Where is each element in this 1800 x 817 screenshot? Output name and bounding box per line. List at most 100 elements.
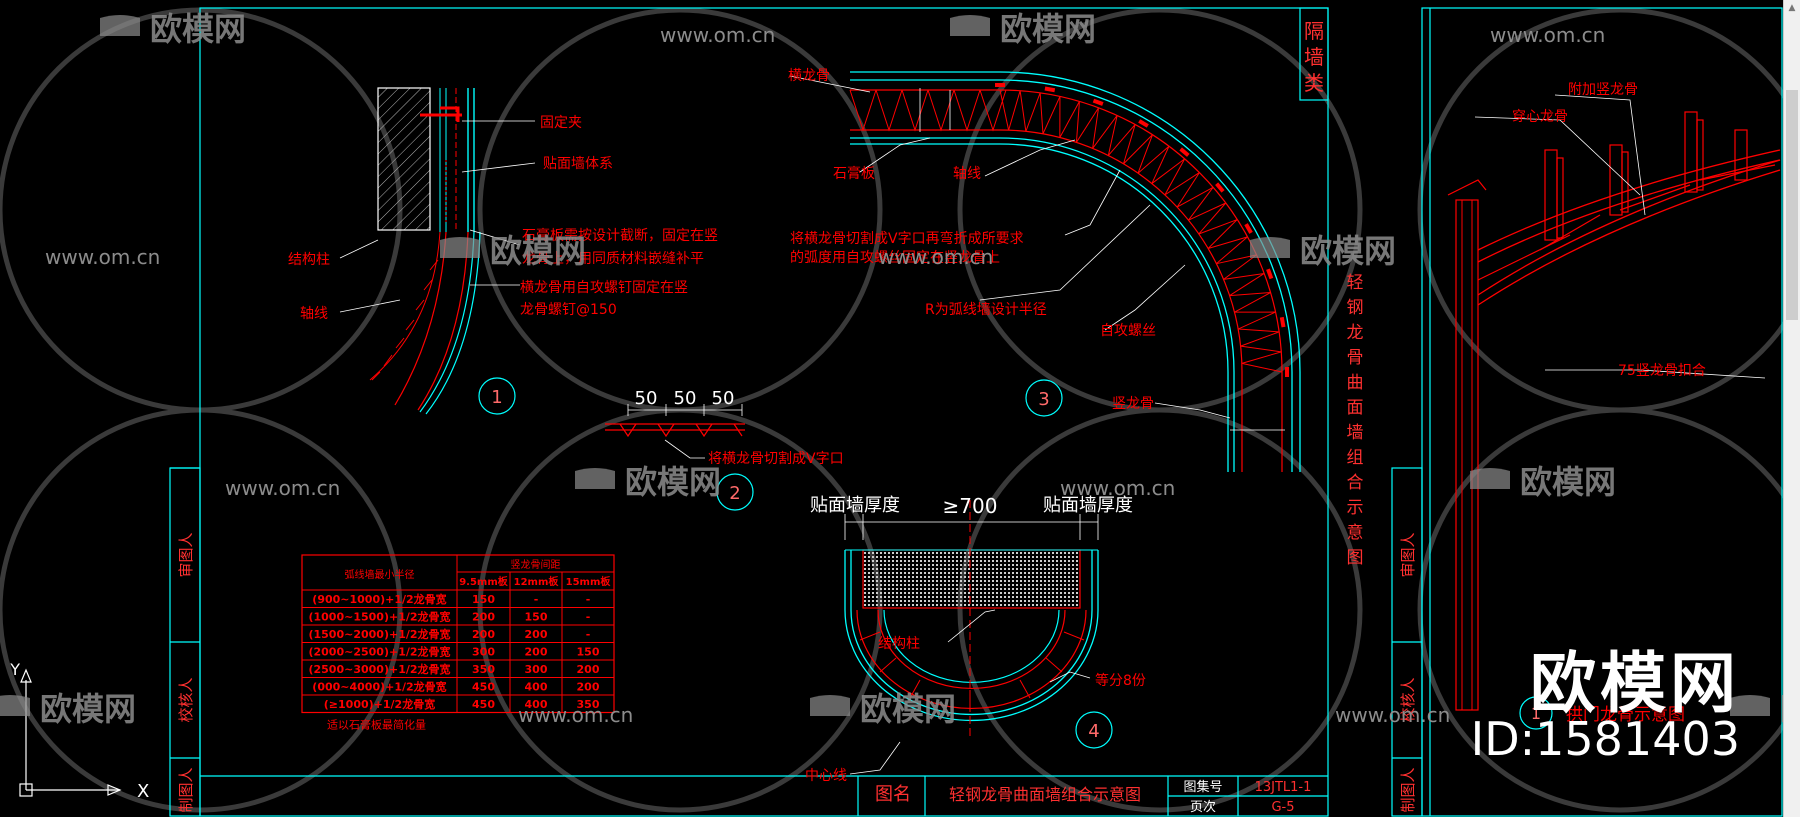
table-cell: (1500~2000)+1/2龙骨宽 bbox=[308, 627, 450, 641]
side-title-char-1: 隔 bbox=[1304, 19, 1324, 43]
vertical-title-char: 组 bbox=[1347, 448, 1364, 468]
scrollbar-thumb[interactable] bbox=[1786, 90, 1798, 320]
sign-draw: 制图人 bbox=[177, 767, 195, 812]
detail-4-marker bbox=[1075, 711, 1113, 749]
watermark-url: www.om.cn bbox=[518, 703, 633, 727]
table-cell: (2500~3000)+1/2龙骨宽 bbox=[308, 662, 450, 676]
label-center-4: 中心线 bbox=[805, 768, 847, 784]
stud-mark bbox=[1179, 147, 1190, 157]
watermark-text: 欧模网欧模网欧模网欧模网欧模网欧模网欧模网欧模网欧模网www.om.cnwww.… bbox=[0, 10, 1800, 728]
table-note: 适以石膏板最简化量 bbox=[327, 718, 426, 732]
sign-labels-right: 审图人 校核人 制图人 bbox=[1399, 532, 1417, 812]
sheet-frame bbox=[169, 7, 1783, 817]
table-cell: (≥1000)+1/2龙骨宽 bbox=[324, 697, 435, 711]
detail-1-marker bbox=[478, 377, 516, 415]
vertical-title-char: 面 bbox=[1347, 398, 1364, 418]
vertical-title-char: 图 bbox=[1347, 548, 1364, 568]
sign-check-right: 校核人 bbox=[1399, 677, 1417, 722]
dim-50-b: 50 bbox=[674, 388, 697, 409]
table-cell: 150 bbox=[525, 611, 548, 624]
table-cell: 350 bbox=[472, 663, 495, 676]
drawing-name: 轻钢龙骨曲面墙组合示意图 bbox=[949, 785, 1141, 804]
table-cell: 200 bbox=[525, 646, 548, 659]
title-label-atlas: 图集号 bbox=[1183, 779, 1222, 795]
dim-50-c: 50 bbox=[712, 388, 735, 409]
watermark-sofa-icon bbox=[950, 15, 990, 36]
page-number: G-5 bbox=[1271, 800, 1294, 815]
side-title-char-2: 墙 bbox=[1304, 45, 1324, 69]
table-cell: 350 bbox=[577, 698, 600, 711]
table-cell: 300 bbox=[472, 646, 495, 659]
table-cell: 150 bbox=[472, 593, 495, 606]
table-cell: - bbox=[534, 593, 539, 606]
table-cell: 450 bbox=[472, 681, 495, 694]
title-label-name: 图名 bbox=[875, 784, 911, 805]
table-cell: 400 bbox=[525, 698, 548, 711]
table-cell: 450 bbox=[472, 698, 495, 711]
table-cell: (1000~1500)+1/2龙骨宽 bbox=[308, 610, 450, 624]
label-gypsum-2: 龙骨上，用同质材料嵌缝补平 bbox=[522, 251, 704, 267]
table-cell: 200 bbox=[472, 628, 495, 641]
vertical-title-char: 合 bbox=[1347, 473, 1364, 493]
stud-mark bbox=[1044, 86, 1056, 93]
table-cell: - bbox=[586, 611, 591, 624]
table-cell: 200 bbox=[525, 628, 548, 641]
structural-column-1 bbox=[377, 87, 431, 231]
label-board-3: 石膏板 bbox=[833, 165, 875, 182]
table-cell: (2000~2500)+1/2龙骨宽 bbox=[308, 645, 450, 659]
table-header-group: 竖龙骨间距 bbox=[511, 558, 561, 571]
detail-3: 横龙骨 石膏板 轴线 将横龙骨切割成V字口再弯折成所要求 的弧度用自攻螺丝固定在… bbox=[788, 68, 1301, 472]
label-divide-4: 等分8份 bbox=[1095, 672, 1146, 689]
watermark-url: www.om.cn bbox=[660, 23, 775, 47]
watermark-brand-large: 欧模网 bbox=[1530, 645, 1740, 722]
vertical-scrollbar[interactable]: ▲ bbox=[1783, 0, 1800, 817]
label-axis-1: 轴线 bbox=[300, 306, 328, 322]
label-radius-3: R为弧线墙设计半径 bbox=[925, 302, 1047, 318]
scroll-up-arrow-icon[interactable]: ▲ bbox=[1788, 3, 1796, 13]
watermark-brand: 欧模网 bbox=[150, 10, 246, 48]
dim-face-right: 贴面墙厚度 bbox=[1043, 495, 1133, 516]
watermark-id: ID:1581403 bbox=[1470, 712, 1740, 766]
stud-mark bbox=[1279, 316, 1286, 328]
sign-draw-right: 制图人 bbox=[1399, 767, 1417, 812]
watermark-brand: 欧模网 bbox=[1300, 232, 1396, 270]
watermark-sofa-icon bbox=[0, 695, 30, 716]
vertical-title-char: 墙 bbox=[1347, 423, 1364, 443]
label-cut-3b: 的弧度用自攻螺丝固定在竖龙骨上 bbox=[790, 250, 1000, 266]
stud-mark bbox=[995, 83, 1005, 87]
table-cell: 400 bbox=[525, 681, 548, 694]
axis-y-label: Y bbox=[9, 660, 20, 679]
detail-1-number: 1 bbox=[491, 387, 502, 408]
label-screw-1: 横龙骨用自攻螺钉固定在竖 bbox=[520, 280, 688, 296]
detail-right-marker bbox=[1519, 696, 1553, 730]
label-buckle: 75竖龙骨扣合 bbox=[1618, 363, 1706, 379]
table-cell: 200 bbox=[472, 611, 495, 624]
label-screw-2: 龙骨螺钉@150 bbox=[520, 302, 617, 318]
title-label-page: 页次 bbox=[1190, 799, 1216, 815]
label-column-1: 结构柱 bbox=[288, 252, 330, 268]
label-cut-3a: 将横龙骨切割成V字口再弯折成所要求 bbox=[790, 230, 1024, 247]
table-cell: (000~4000)+1/2龙骨宽 bbox=[312, 680, 446, 694]
watermark-sofa-icon bbox=[100, 15, 140, 36]
table-cell: 300 bbox=[525, 663, 548, 676]
watermark-url: www.om.cn bbox=[878, 245, 993, 269]
table-cell: 150 bbox=[577, 646, 600, 659]
side-title: 隔 墙 类 bbox=[1304, 19, 1324, 95]
axis-x-label: X bbox=[137, 781, 149, 802]
vertical-title-char: 曲 bbox=[1347, 373, 1364, 393]
watermark-brand: 欧模网 bbox=[1000, 10, 1096, 48]
stud-mark bbox=[1244, 223, 1253, 234]
table-cell: - bbox=[586, 628, 591, 641]
watermark-sofa-icon bbox=[810, 695, 850, 716]
label-system: 贴面墙体系 bbox=[543, 156, 613, 172]
dim-face-left: 贴面墙厚度 bbox=[810, 495, 900, 516]
stud-mark bbox=[1285, 367, 1289, 377]
sign-review-right: 审图人 bbox=[1399, 532, 1417, 577]
stud-mark bbox=[1215, 182, 1225, 193]
watermark-brand: 欧模网 bbox=[490, 232, 586, 270]
stud-mark bbox=[1266, 268, 1274, 280]
vertical-title-char: 意 bbox=[1347, 523, 1364, 543]
detail-right-caption: 拱门龙骨示意图 bbox=[1566, 705, 1685, 725]
atlas-number: 13JTL1-1 bbox=[1255, 780, 1312, 795]
